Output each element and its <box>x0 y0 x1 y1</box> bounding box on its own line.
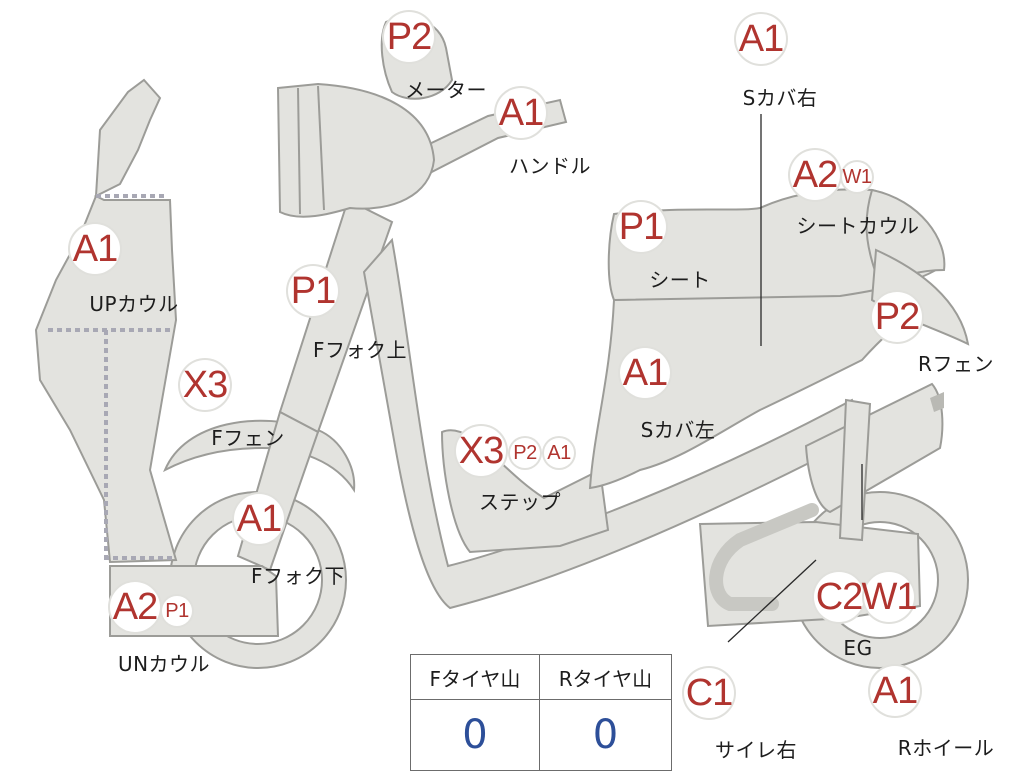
front-tire-tread-value: 0 <box>410 699 540 771</box>
tire-tread-table: Fタイヤ山 Rタイヤ山 0 0 <box>410 654 673 771</box>
side-cover-left-code-badge: A1 <box>620 348 670 398</box>
table-row: 0 0 <box>410 699 673 771</box>
meter-code-badge: P2 <box>384 12 434 62</box>
up-cowl-shape <box>34 78 178 564</box>
up-cowl-dotted-seams <box>48 194 176 560</box>
under-cowl-label: UNカウル <box>117 652 211 676</box>
front-tire-tread-header: Fタイヤ山 <box>410 654 540 700</box>
up-cowl-code-badge: A1 <box>70 224 120 274</box>
handle-code-badge: A1 <box>496 88 546 138</box>
rear-wheel-label: Rホイール <box>897 736 995 760</box>
muffler-leader <box>727 559 817 643</box>
engine-code-badge-1: C2 <box>814 572 864 622</box>
table-header-row: Fタイヤ山 Rタイヤ山 <box>410 654 673 700</box>
front-fork-upper-code-badge: P1 <box>288 266 338 316</box>
side-cover-right-label: Sカバ右 <box>742 86 818 110</box>
head-cover-detail <box>297 85 325 215</box>
muffler-tip-shape <box>930 392 944 412</box>
rear-tire-tread-header: Rタイヤ山 <box>538 654 673 700</box>
under-cowl-code-badge-1: A2 <box>110 582 160 632</box>
rear-fender-label: Rフェン <box>918 352 994 376</box>
rear-fender-code-badge: P2 <box>872 292 922 342</box>
seat-cowl-code-badge-2: W1 <box>842 162 872 192</box>
front-fender-code-badge: X3 <box>180 360 230 410</box>
muffler-right-label: サイレ右 <box>715 738 797 762</box>
seat-code-badge: P1 <box>616 202 666 252</box>
step-label: ステップ <box>479 490 561 514</box>
floor-frame-shape <box>362 237 868 610</box>
front-fork-lower-label: Fフォク下 <box>250 564 346 588</box>
front-fork-lower-code-badge: A1 <box>234 494 284 544</box>
seat-label: シート <box>649 268 711 292</box>
step-code-badge-3: A1 <box>544 438 574 468</box>
step-code-badge-2: P2 <box>510 438 540 468</box>
rear-wheel-code-badge: A1 <box>870 666 920 716</box>
exhaust-pipe-shape <box>709 503 819 611</box>
meter-label: メーター <box>405 78 487 102</box>
engine-code-badge-2: W1 <box>862 572 918 622</box>
handle-label: ハンドル <box>509 154 591 178</box>
head-cover-shape <box>276 82 436 218</box>
under-cowl-code-badge-2: P1 <box>162 596 192 626</box>
front-fork-upper-label: Fフォク上 <box>312 338 408 362</box>
front-fender-label: Fフェン <box>211 426 285 450</box>
engine-label: EG <box>843 636 873 660</box>
muffler-right-code-badge: C1 <box>684 668 734 718</box>
rear-tire-tread-value: 0 <box>538 699 673 771</box>
seat-cowl-code-badge-1: A2 <box>790 150 840 200</box>
step-code-badge-1: X3 <box>456 426 506 476</box>
side-cover-left-label: Sカバ左 <box>640 418 716 442</box>
side-cover-right-code-badge: A1 <box>736 14 786 64</box>
seat-cowl-label: シートカウル <box>796 214 920 238</box>
up-cowl-label: UPカウル <box>89 292 179 316</box>
